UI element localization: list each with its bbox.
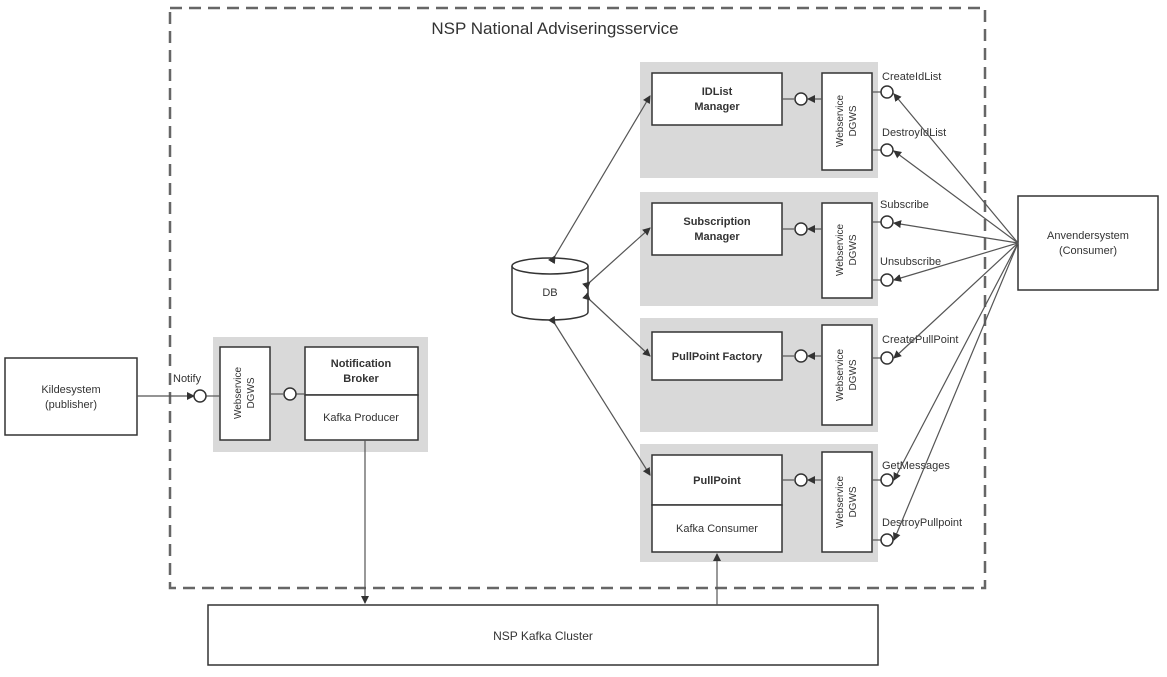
ws-label: Webservice [835, 476, 846, 528]
pullpoint-name: PullPoint [693, 475, 741, 487]
operation-label: DestroyPullpoint [882, 517, 962, 529]
idlist-name-1: IDList [702, 86, 733, 98]
pullpoint-webservice-box [821, 451, 873, 553]
operation-label: CreateIdList [882, 71, 941, 83]
kafka-consumer-box [651, 504, 783, 553]
kafka-producer-box [304, 394, 419, 441]
operation-label: DestroyIdList [882, 127, 946, 139]
subscription-name-1: Subscription [683, 216, 751, 228]
ws-label: DGWS [848, 105, 859, 136]
pullpoint-factory-box [651, 331, 783, 381]
subscription-name-2: Manager [694, 231, 740, 243]
ws-label: DGWS [246, 377, 257, 408]
subscription-manager-box [651, 202, 783, 256]
factory-name: PullPoint Factory [672, 351, 763, 363]
publisher-label-1: Kildesystem [41, 384, 100, 396]
kafka-cluster-box [207, 604, 879, 666]
operation-label: Unsubscribe [880, 256, 941, 268]
kafka-producer-label: Kafka Producer [323, 412, 399, 424]
connectors [137, 91, 1019, 605]
operation-label: Notify [173, 373, 202, 385]
db-label: DB [542, 287, 557, 299]
interface-lollipops [193, 85, 894, 547]
factory-webservice-box [821, 324, 873, 426]
idlist-webservice-box [821, 72, 873, 171]
kafka-cluster-label: NSP Kafka Cluster [493, 629, 593, 643]
operation-label: GetMessages [882, 460, 950, 472]
idlist-name-2: Manager [694, 101, 740, 113]
ws-label: Webservice [835, 349, 846, 401]
ws-label: DGWS [848, 359, 859, 390]
operation-label: CreatePullPoint [882, 334, 958, 346]
service-boundary [168, 6, 987, 590]
ws-label: DGWS [848, 234, 859, 265]
notification-broker-box [304, 346, 419, 396]
consumer-label-1: Anvendersystem [1047, 230, 1129, 242]
idlist-manager-box [651, 72, 783, 126]
publisher-box [4, 357, 138, 436]
ws-label: DGWS [848, 486, 859, 517]
consumer-box [1017, 195, 1159, 291]
operation-label: Subscribe [880, 199, 929, 211]
subscription-webservice-box [821, 202, 873, 299]
ws-label: Webservice [835, 224, 846, 276]
kafka-consumer-label: Kafka Consumer [676, 523, 758, 535]
service-title: NSP National Adviseringsservice [431, 19, 678, 38]
broker-webservice-box [219, 346, 271, 441]
ws-label: Webservice [835, 95, 846, 147]
broker-name-1: Notification [331, 358, 392, 370]
ws-label: Webservice [233, 367, 244, 419]
consumer-label-2: (Consumer) [1059, 245, 1117, 257]
publisher-label-2: (publisher) [45, 399, 97, 411]
broker-name-2: Broker [343, 373, 379, 385]
